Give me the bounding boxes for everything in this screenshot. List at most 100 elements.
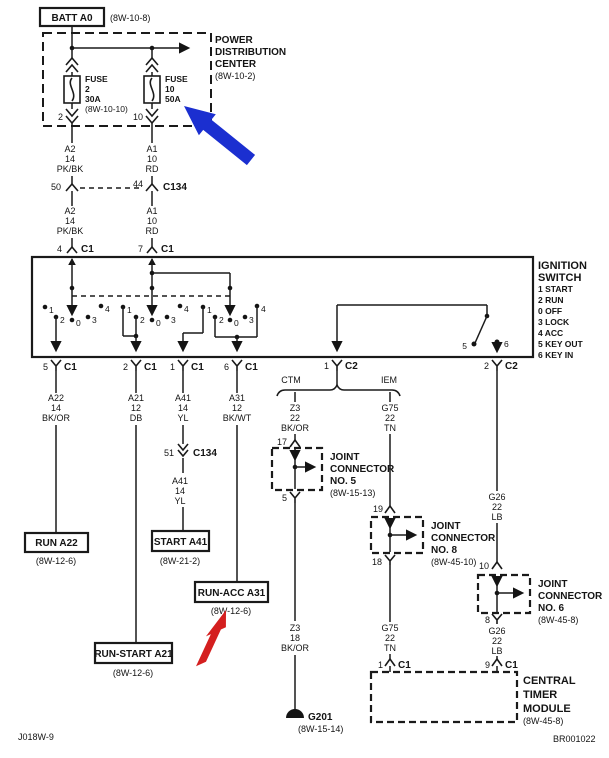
ground-label: G201 — [308, 712, 333, 723]
contact-label: 3 — [171, 315, 176, 325]
pdc-title-line3: CENTER — [215, 59, 257, 70]
run-acc-a31-box — [193, 580, 270, 604]
wire-a21: A21 — [128, 393, 144, 403]
c134-pin-44: 44 — [133, 179, 143, 189]
pdc-title-line2: DISTRIBUTION — [215, 47, 286, 58]
batt-label: BATT A0 — [51, 13, 93, 24]
legend-keyin: 6 KEY IN — [538, 350, 573, 360]
footer-drawing-number: J018W-9 — [18, 732, 54, 742]
contact-label: 1 — [49, 305, 54, 315]
wire-a1-name: A1 — [146, 144, 157, 154]
g75-column: G75 22 TN 19 JOINT CONNECTOR NO. 8 (8W-4… — [369, 403, 496, 672]
wire-z3: 22 — [290, 413, 300, 423]
wire-g75: 22 — [385, 413, 395, 423]
jc5-pin-out: 5 — [282, 493, 287, 503]
c2-branch: CTM IEM — [276, 371, 401, 402]
jc8-title: NO. 8 — [431, 545, 458, 556]
wire-z3-18: Z3 — [290, 623, 301, 633]
legend-run: 2 RUN — [538, 295, 564, 305]
wire-g26: LB — [491, 512, 502, 522]
wire-a2-color: PK/BK — [57, 164, 84, 174]
fuse-2-num: 2 — [85, 84, 90, 94]
jc8-pin-in: 19 — [373, 504, 383, 514]
ignition-legend: 1 START 2 RUN 0 OFF 3 LOCK 4 ACC 5 KEY O… — [538, 284, 584, 360]
jc5-title: JOINT — [330, 452, 359, 463]
pin-6: 6 — [224, 362, 229, 372]
fuse-10-pin: 10 — [133, 112, 143, 122]
run-a22-label: RUN A22 — [35, 538, 78, 549]
contact-label: 3 — [249, 315, 254, 325]
wire-a22: BK/OR — [42, 413, 71, 423]
wire-a2-name: A2 — [64, 144, 75, 154]
c134-label: C134 — [163, 182, 187, 193]
wire-z3: Z3 — [290, 403, 301, 413]
pdc-box — [42, 32, 212, 127]
contact-label: 2 — [219, 315, 224, 325]
pin-5: 5 — [43, 362, 48, 372]
output-wire-labels: A22 14 BK/OR A21 12 DB A41 14 YL A31 12 … — [42, 393, 252, 423]
jc6-title: NO. 6 — [538, 603, 565, 614]
conn-c1: C1 — [245, 362, 258, 373]
conn-c2: C2 — [505, 361, 518, 372]
c134-pin-51: 51 — [164, 448, 174, 458]
ctm-ref: (8W-45-8) — [523, 716, 563, 726]
output-wires — [55, 371, 238, 643]
pin-7: 7 — [138, 244, 143, 254]
jc8-title: JOINT — [431, 521, 460, 532]
red-callout-arrow — [196, 610, 226, 667]
wire-a31: BK/WT — [223, 413, 252, 423]
wire-g26: LB — [491, 646, 502, 656]
ignition-title-line2: SWITCH — [538, 272, 581, 284]
ctm-title: CENTRAL — [523, 675, 576, 687]
joint-connector-5-box — [270, 446, 324, 492]
conn-c2: C2 — [345, 361, 358, 372]
wire-g26: G26 — [488, 492, 505, 502]
key-out-contact-label: 5 — [462, 341, 467, 351]
c134-label: C134 — [193, 448, 217, 459]
jc5-title: NO. 5 — [330, 476, 357, 487]
fuse-2-ref: (8W-10-10) — [85, 104, 128, 114]
jc6-title: JOINT — [538, 579, 567, 590]
legend-off: 0 OFF — [538, 306, 562, 316]
joint-connector-6-box — [476, 573, 532, 615]
run-acc-a31-label: RUN-ACC A31 — [198, 588, 266, 599]
destination-boxes: RUN A22 (8W-12-6) START A41 (8W-21-2) RU… — [23, 529, 270, 678]
wire-a2-color: PK/BK — [57, 226, 84, 236]
conn-c1: C1 — [81, 244, 94, 255]
fuse-2-symbol — [63, 56, 81, 143]
contact-label: 0 — [156, 318, 161, 328]
contact-label: 0 — [234, 318, 239, 328]
wire-a1-color: RD — [146, 164, 159, 174]
pin-2: 2 — [123, 362, 128, 372]
wire-z3: BK/OR — [281, 423, 310, 433]
wire-a21: 12 — [131, 403, 141, 413]
ignition-bottom-pins: 5 C1 2 C1 1 C1 6 C1 1 C2 2 C2 — [43, 359, 518, 373]
wire-a1-gauge: 10 — [147, 154, 157, 164]
wire-a41: A41 — [172, 476, 188, 486]
wire-a2-gauge: 14 — [65, 216, 75, 226]
wire-a21: DB — [130, 413, 143, 423]
contact-label: 3 — [92, 315, 97, 325]
connector-c134-mid: 51 C134 A41 14 YL — [164, 443, 217, 531]
fuse-10-rating: 50A — [165, 94, 181, 104]
z3-column: Z3 22 BK/OR 17 JOINT CONNECTOR NO. 5 (8W… — [270, 403, 395, 734]
contact-label: 2 — [60, 315, 65, 325]
wire-a41: 14 — [175, 486, 185, 496]
wire-z3-18: 18 — [290, 633, 300, 643]
switch-output-wiring — [50, 306, 258, 353]
battery-feed-section: BATT A0 (8W-10-8) POWER DISTRIBUTION CEN… — [38, 6, 286, 166]
conn-c1: C1 — [505, 660, 518, 671]
contact-label: 0 — [76, 318, 81, 328]
wire-a1-name: A1 — [146, 206, 157, 216]
pdc-bus-wires — [69, 26, 191, 58]
contact-label: 1 — [127, 305, 132, 315]
jc6-ref: (8W-45-8) — [538, 615, 578, 625]
fuse-2-name: FUSE — [85, 74, 108, 84]
wire-a2-name: A2 — [64, 206, 75, 216]
wire-a1-gauge: 10 — [147, 216, 157, 226]
wire-a22: A22 — [48, 393, 64, 403]
fuse-10-num: 10 — [165, 84, 175, 94]
jc5-title: CONNECTOR — [330, 464, 395, 475]
